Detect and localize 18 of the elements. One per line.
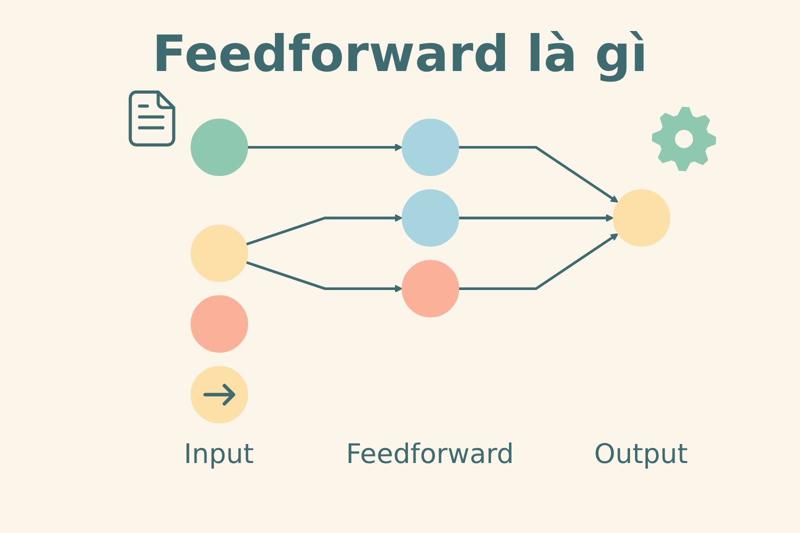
circle-node [190,295,248,353]
title: Feedforward là gì [152,26,648,84]
circle-node [401,260,459,318]
arrow [247,143,402,152]
circle-node [190,118,248,176]
circle-node [190,366,248,424]
arrow [245,214,402,246]
column-label: Feedforward [346,438,514,472]
column-label: Input [184,438,254,472]
arrow [458,214,614,222]
arrow [458,146,618,203]
arrow [245,261,402,293]
circle-node [401,189,459,247]
circle-node [612,189,670,247]
circle-node [190,224,248,282]
circle-node [401,118,459,176]
column-label: Output [594,438,688,472]
arrow [458,233,618,290]
